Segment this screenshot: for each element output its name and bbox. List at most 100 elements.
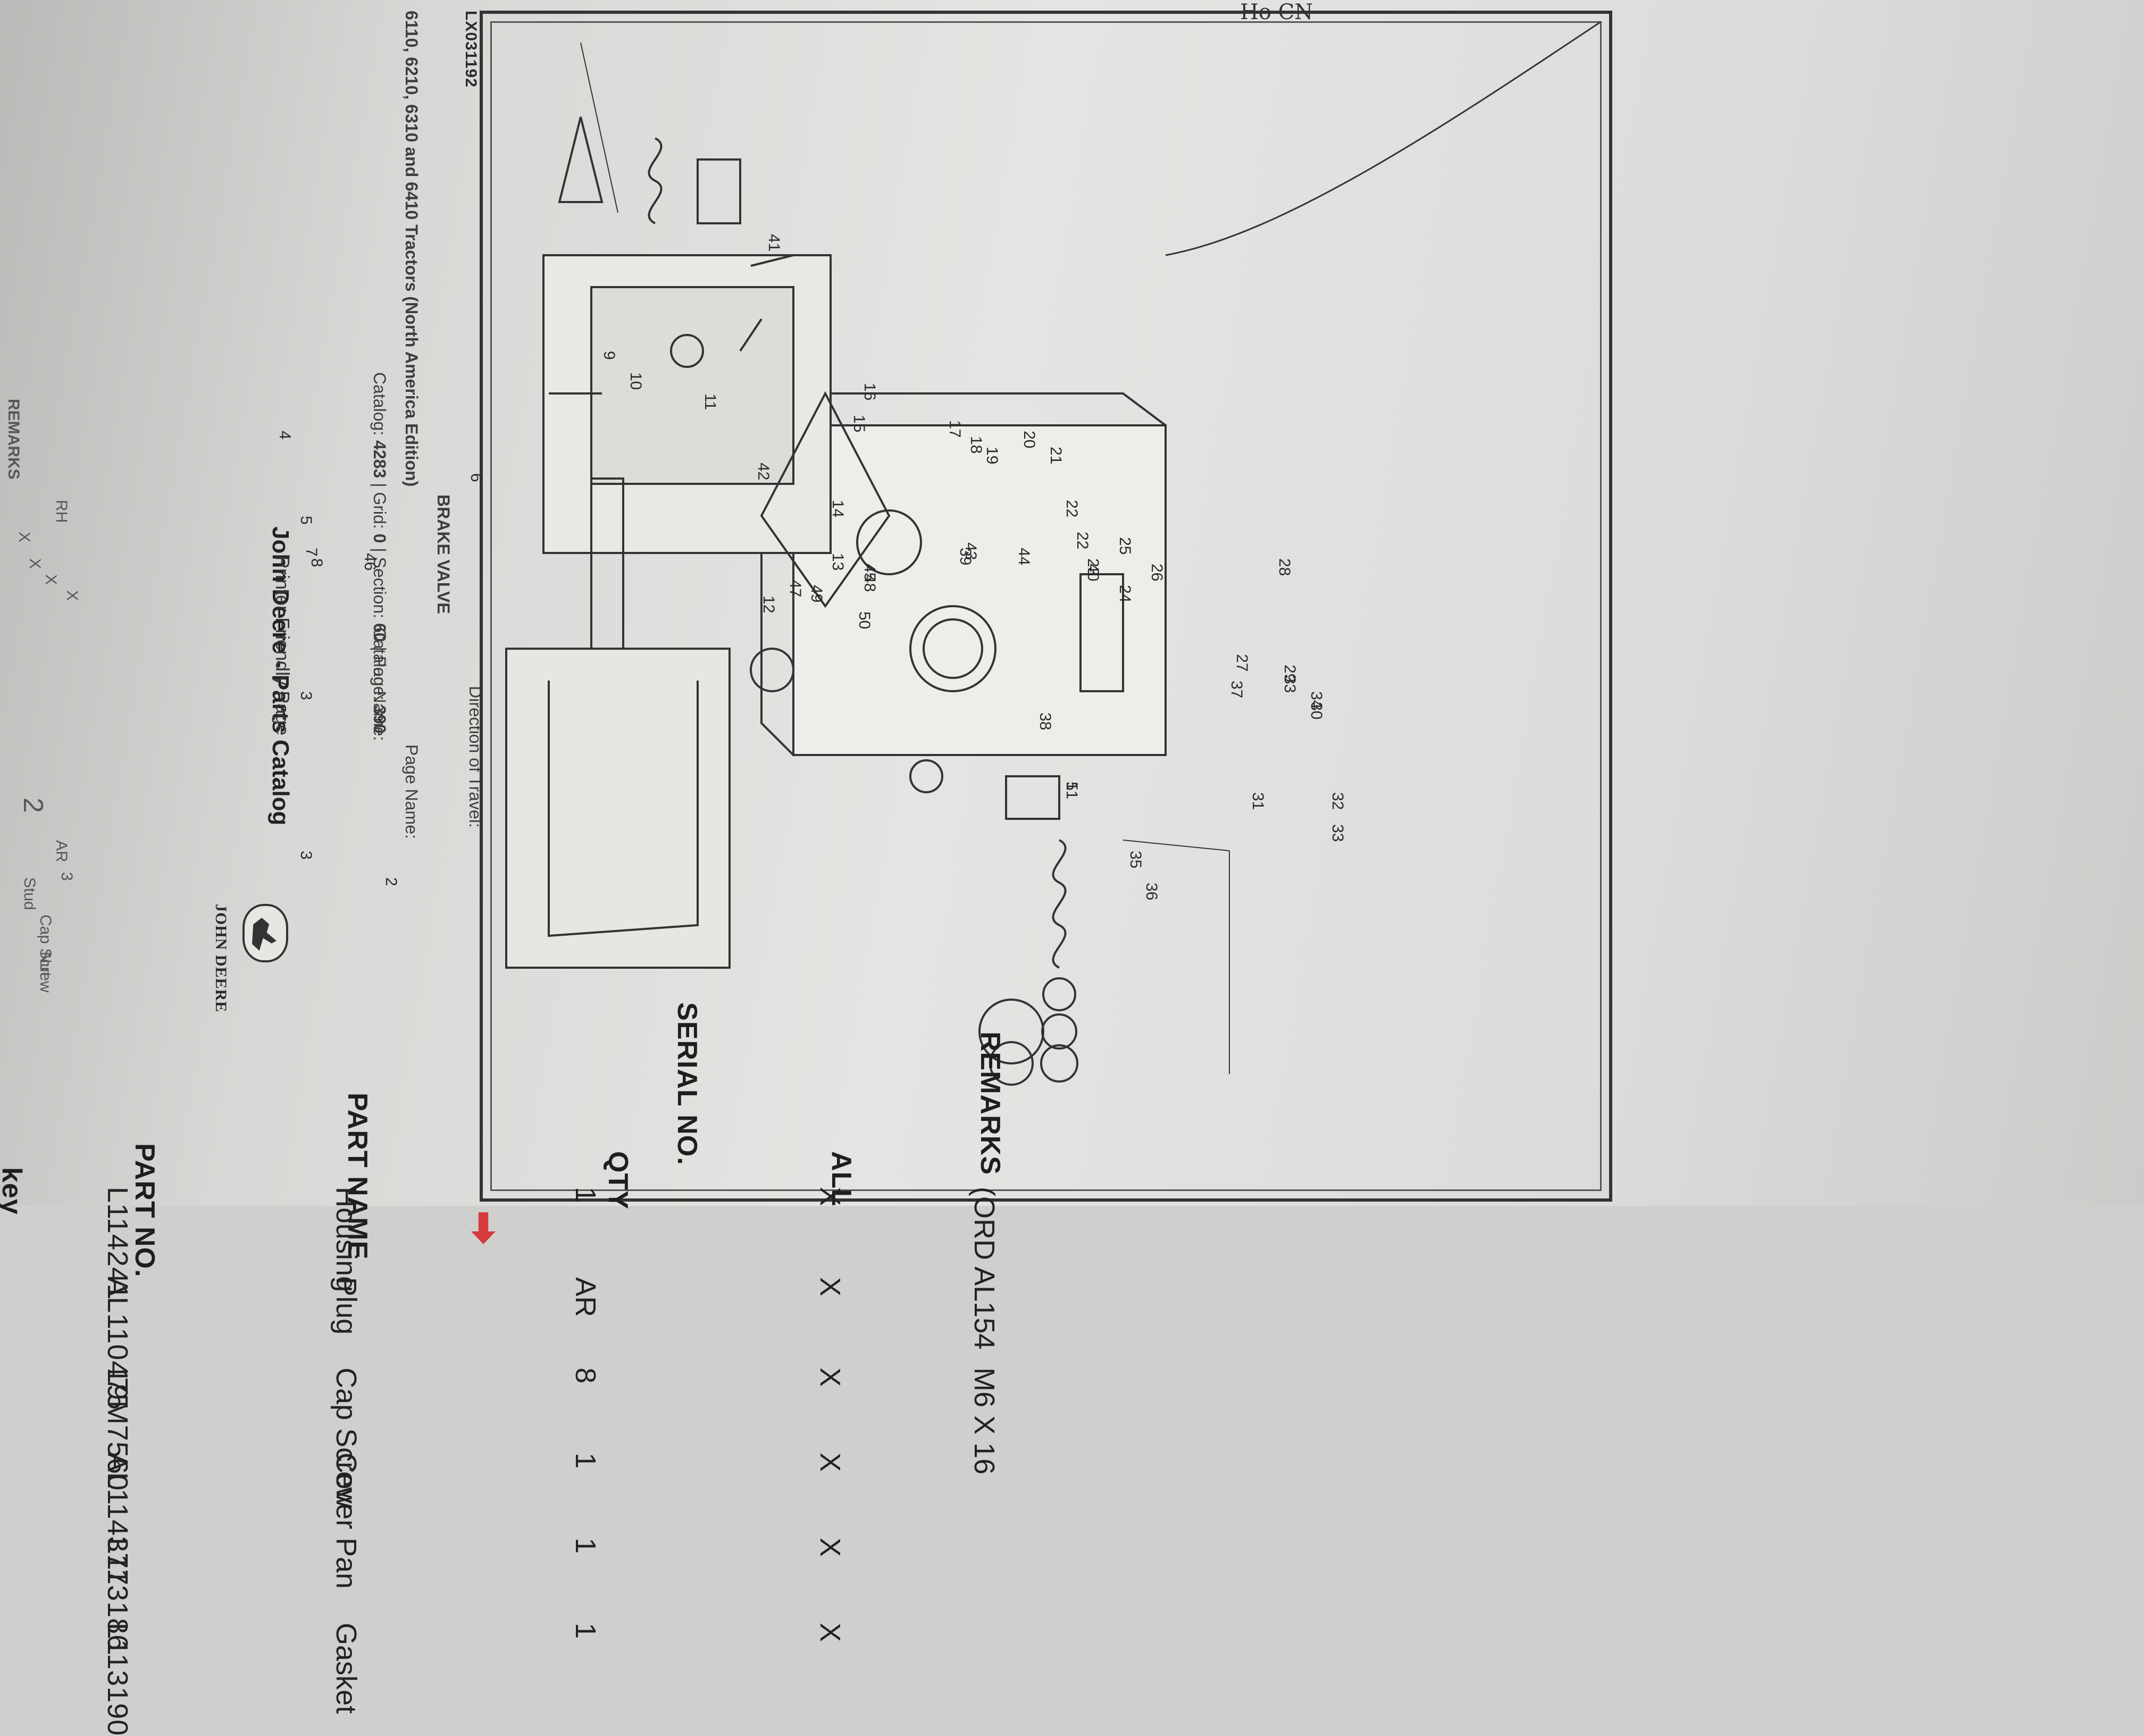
callout-7: 7 (303, 548, 320, 557)
callout-41: 41 (765, 234, 783, 252)
col-header-serial-no: SERIAL NO. (672, 1002, 702, 1165)
col-header-remarks: REMARKS (975, 1031, 1006, 1175)
callout-44: 44 (1015, 548, 1033, 566)
diagram-reference: LX031192 (462, 11, 480, 88)
gasket (760, 391, 891, 608)
callout-33: 33 (1329, 824, 1346, 842)
cell-all: X (814, 1623, 846, 1642)
cell-part-name: Pan (330, 1538, 362, 1589)
page-subtitle: Printer Friendly Page (272, 556, 294, 736)
callout-51: 51 (1063, 782, 1081, 800)
callout-46: 46 (361, 553, 379, 571)
callout-3: 3 (297, 691, 315, 700)
callout-27: 27 (1233, 654, 1251, 672)
callout-40: 40 (1084, 564, 1102, 582)
cell-remarks: M6 X 16 (968, 1368, 1000, 1475)
callout-42: 42 (755, 463, 772, 481)
cell-qty: 1 (570, 1623, 601, 1639)
direction-arrow-icon (471, 1212, 496, 1244)
cell-part-no: L113190 (102, 1623, 133, 1736)
callout-33: 33 (1281, 675, 1299, 693)
parts-catalog-page: Stud Cap Screw Nut 2 AR 3 X X X X REMARK… (0, 0, 1612, 1736)
plunger (1079, 573, 1124, 692)
callout-11: 11 (701, 393, 719, 410)
callout-14: 14 (829, 500, 847, 518)
callout-24: 24 (1116, 585, 1134, 603)
cell-qty: 8 (570, 1368, 601, 1384)
callout-20: 20 (1020, 431, 1038, 449)
callout-3: 3 (297, 851, 315, 860)
handwritten-note: Ho CN (1240, 0, 1313, 24)
ghost-qty-2: 2 (18, 798, 48, 813)
brake-valve-exploded-diagram (505, 21, 1602, 1086)
cell-all: X (814, 1187, 846, 1206)
callout-21: 21 (1047, 447, 1065, 465)
page-name: BRAKE VALVE (434, 494, 453, 614)
callout-8: 8 (308, 558, 325, 567)
grid-number: 0 (370, 533, 389, 543)
cell-qty: 1 (570, 1187, 601, 1203)
catalog-name-label: Catalog Name: (370, 627, 389, 741)
cell-all: X (814, 1453, 846, 1472)
callout-17: 17 (946, 420, 964, 438)
cell-all: X (814, 1368, 846, 1387)
callout-50: 50 (856, 611, 873, 630)
john-deere-logo (242, 904, 288, 962)
cell-part-name: Housing (330, 1187, 362, 1293)
deer-icon (252, 918, 277, 951)
callout-26: 26 (1148, 564, 1166, 582)
catalog-name: 6110, 6210, 6310 and 6410 Tractors (Nort… (402, 11, 421, 487)
col-header-qty: QTY (602, 1151, 633, 1210)
ghost-rh: RH (53, 500, 70, 523)
callout-35: 35 (1127, 851, 1144, 869)
ghost-x-2: X (26, 558, 44, 569)
ghost-x-1: X (15, 532, 33, 543)
callout-13: 13 (829, 553, 847, 571)
cell-qty: 1 (570, 1538, 601, 1554)
callout-22: 22 (1074, 532, 1091, 550)
callout-6: 6 (467, 473, 485, 482)
brand-name: JOHN DEERE (212, 904, 230, 1013)
callout-48: 48 (861, 574, 878, 592)
cell-part-name: Gasket (330, 1623, 362, 1714)
ghost-remarks-header: REMARKS (5, 399, 22, 480)
ghost-nut: Nut (37, 952, 54, 977)
callout-47: 47 (786, 580, 804, 598)
cell-part-name: Plug (330, 1277, 362, 1335)
ghost-x-4: X (63, 590, 81, 601)
callout-32: 32 (1329, 792, 1346, 810)
callout-4: 4 (276, 431, 294, 440)
cell-all: X (814, 1277, 846, 1297)
callout-9: 9 (600, 351, 618, 360)
page-name-label: Page Name: (402, 744, 421, 839)
col-header-key: key (0, 1167, 27, 1215)
callout-43: 43 (962, 542, 979, 560)
cell-qty: AR (570, 1277, 601, 1318)
callout-18: 18 (967, 436, 985, 454)
callout-19: 19 (983, 447, 1001, 465)
cell-qty: 1 (570, 1453, 601, 1469)
cell-part-name: Cover (330, 1453, 362, 1530)
callout-5: 5 (297, 516, 315, 525)
callout-15: 15 (850, 415, 868, 433)
ghost-x-3: X (42, 574, 60, 585)
callout-10: 10 (627, 372, 644, 390)
callout-25: 25 (1116, 537, 1134, 555)
cell-all: X (814, 1538, 846, 1557)
callout-16: 16 (861, 383, 878, 401)
callout-31: 31 (1249, 792, 1267, 810)
housing (792, 424, 1167, 756)
callout-49: 49 (808, 585, 825, 603)
callout-36: 36 (1143, 883, 1160, 901)
callout-12: 12 (760, 596, 777, 614)
callout-28: 28 (1276, 558, 1293, 576)
ghost-qty-ar: AR (53, 840, 70, 862)
catalog-number: 4283 (370, 440, 389, 479)
callout-34: 34 (1308, 691, 1325, 709)
callout-37: 37 (1228, 681, 1245, 699)
ghost-stud: Stud (21, 877, 38, 910)
cell-remarks: (ORD AL154 (968, 1187, 1000, 1350)
callout-38: 38 (1036, 712, 1054, 731)
ghost-qty-3: 3 (58, 872, 76, 881)
callout-22: 22 (1063, 500, 1081, 518)
